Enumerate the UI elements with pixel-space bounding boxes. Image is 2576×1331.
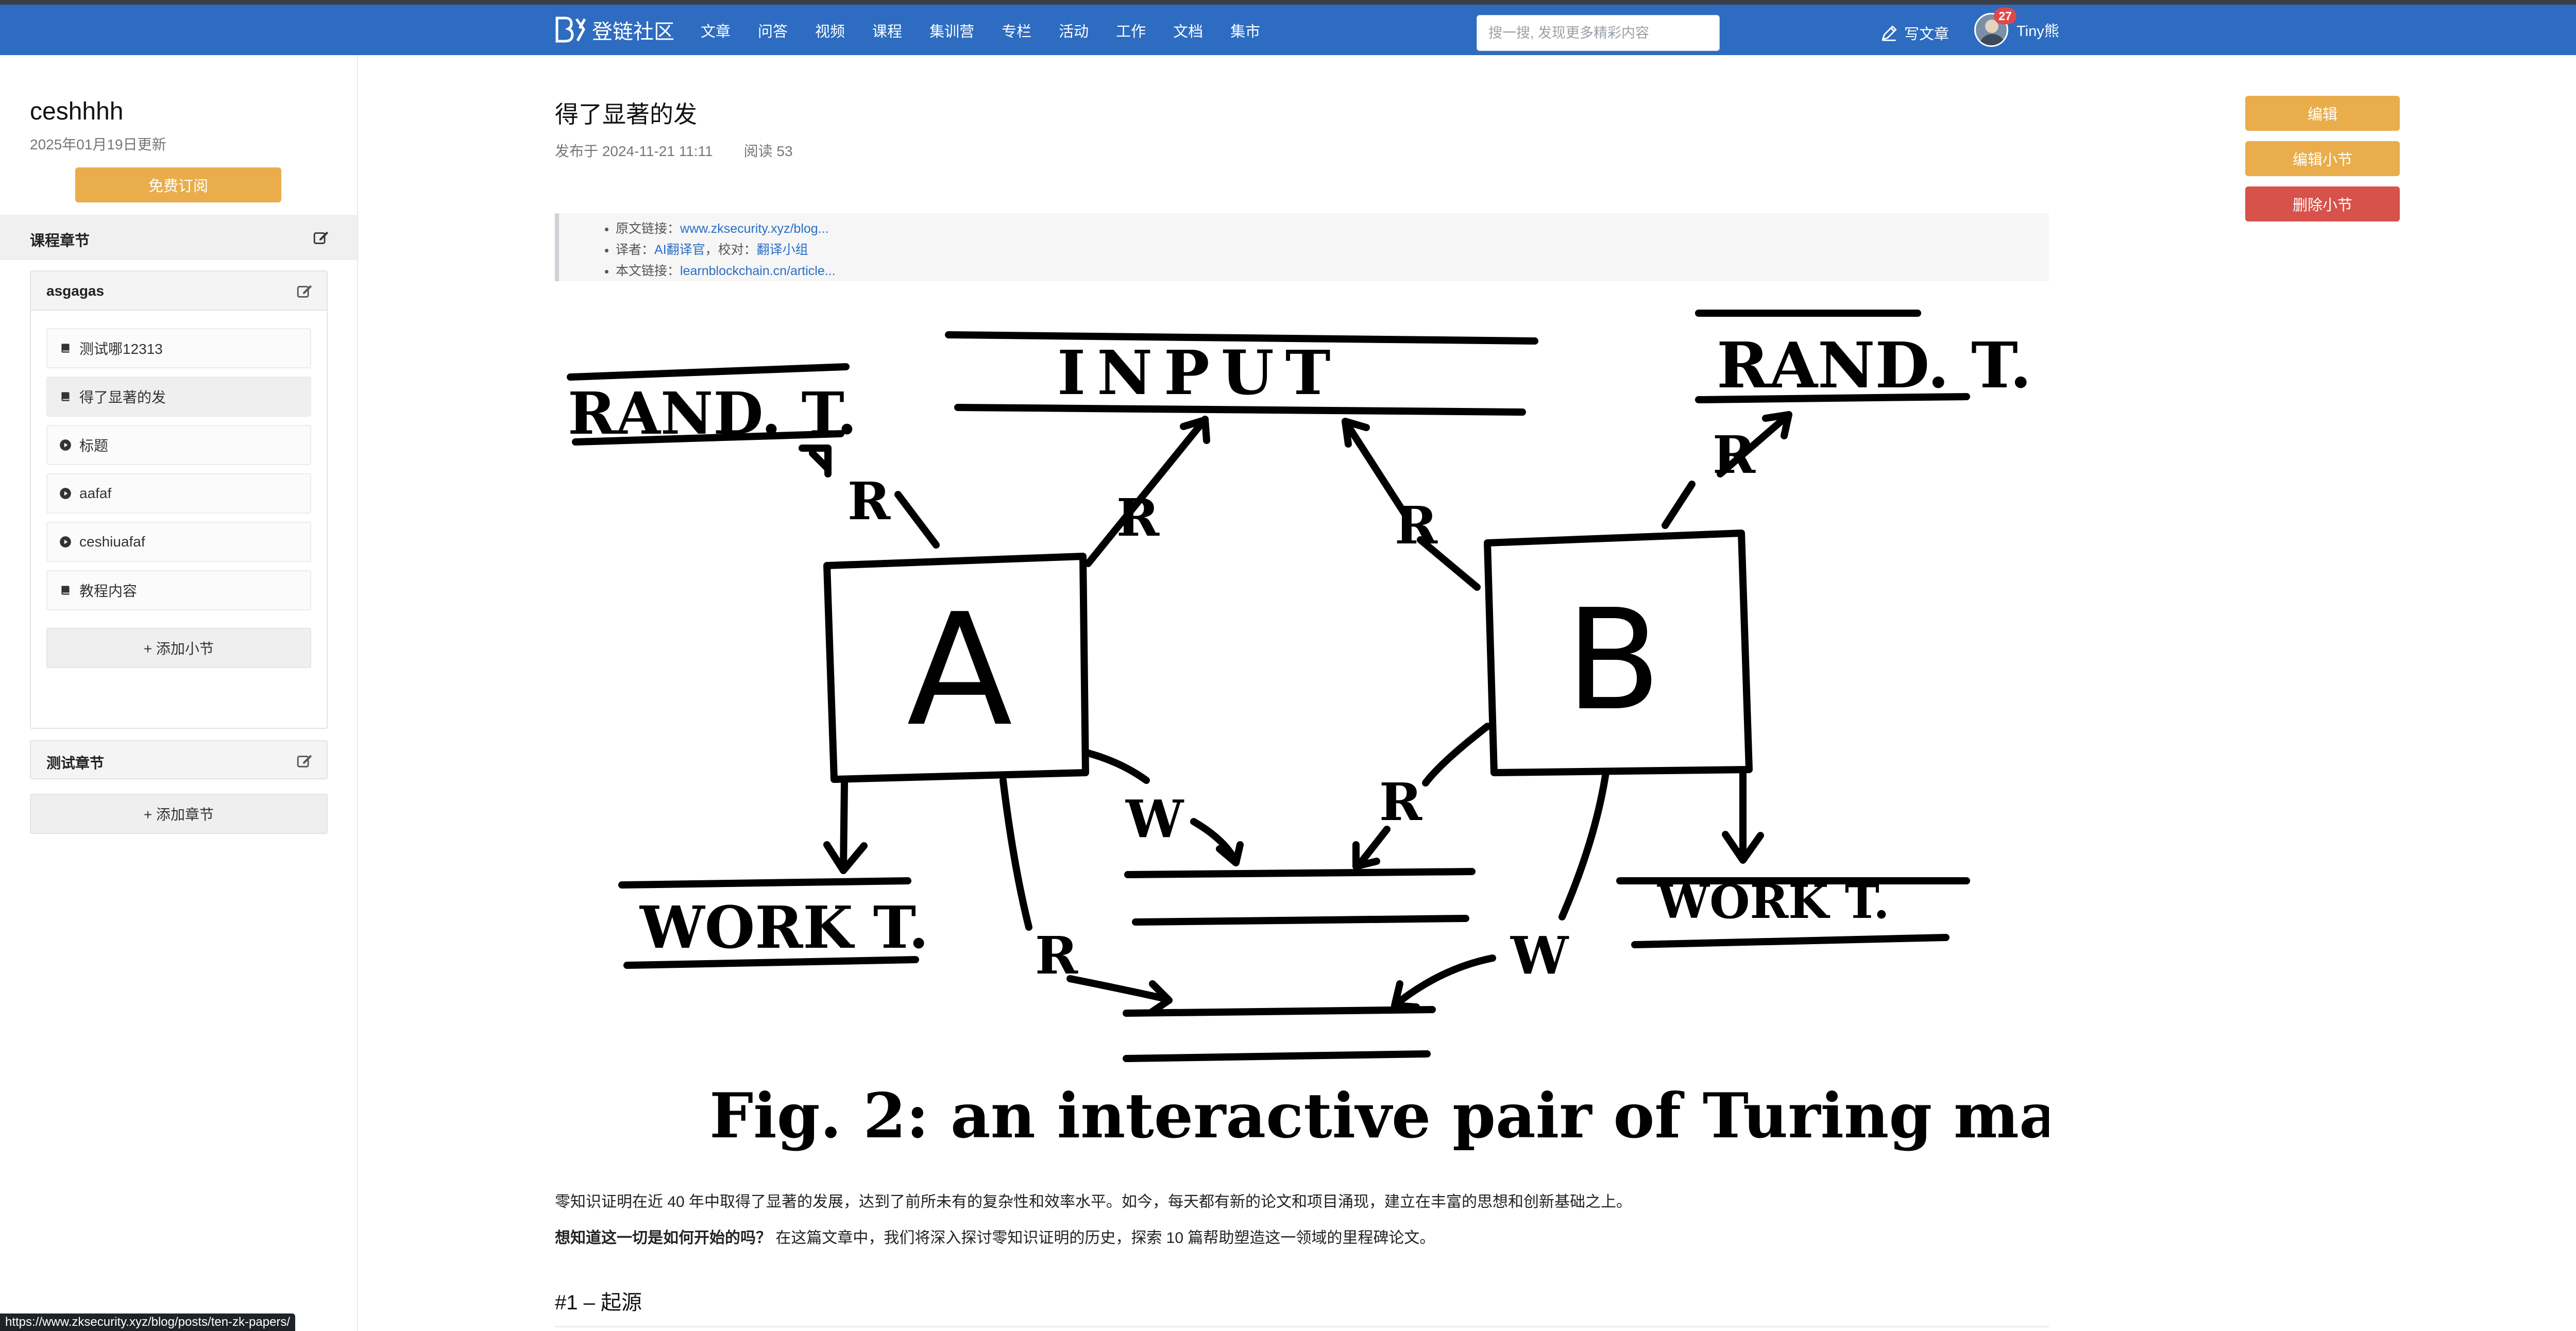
svg-text:WORK T.: WORK T.: [1657, 875, 1890, 929]
lesson-item-active[interactable]: 得了显著的发: [46, 377, 311, 417]
proofreader-link[interactable]: 翻译小组: [756, 243, 808, 257]
top-navbar: 登链社区 文章 问答 视频 课程 集训营 专栏 活动 工作 文档 集市 写文章 …: [0, 0, 2576, 55]
publish-date: 发布于 2024-11-21 11:11: [555, 143, 713, 159]
lesson-label: 得了显著的发: [79, 389, 166, 405]
svg-text:INPUT: INPUT: [1057, 337, 1342, 408]
play-icon: [59, 487, 72, 500]
nav-item-qa[interactable]: 问答: [758, 24, 788, 40]
edit-button[interactable]: 编辑: [2245, 96, 2400, 131]
lesson-item[interactable]: 标题: [46, 425, 311, 465]
chapters-label: 课程章节: [30, 233, 90, 249]
edit-icon[interactable]: [296, 752, 313, 770]
svg-text:RAND. T.: RAND. T.: [568, 380, 857, 448]
play-icon: [59, 535, 72, 549]
user-menu[interactable]: Tiny熊: [1974, 13, 2059, 47]
source-article: 本文链接：learnblockchain.cn/article...: [616, 261, 836, 282]
book-icon: [59, 584, 72, 597]
username: Tiny熊: [2016, 23, 2059, 40]
original-link[interactable]: www.zksecurity.xyz/blog...: [680, 221, 829, 236]
delete-section-button[interactable]: 删除小节: [2245, 186, 2400, 221]
lesson-item[interactable]: aafaf: [46, 473, 311, 514]
pencil-icon: [1882, 25, 1897, 41]
nav-item-videos[interactable]: 视频: [815, 24, 845, 40]
svg-text:W: W: [1125, 789, 1184, 849]
svg-text:登链社区: 登链社区: [592, 20, 674, 44]
main-nav: 文章 问答 视频 课程 集训营 专栏 活动 工作 文档 集市: [701, 19, 1260, 45]
nav-item-bootcamp[interactable]: 集训营: [929, 24, 975, 40]
section-heading: #1 – 起源: [555, 1291, 642, 1314]
chapter-card: asgagas 测试哪12313 得了显著的发 标题 aafaf ceshiua…: [30, 270, 328, 729]
write-article-button[interactable]: 写文章: [1879, 20, 1949, 46]
paragraph-text: 在这篇文章中，我们将深入探讨零知识证明的历史，探索 10 篇帮助塑造这一领域的里…: [771, 1230, 1435, 1247]
svg-text:R: R: [1116, 487, 1160, 548]
course-title: ceshhhh: [30, 98, 124, 125]
paragraph: 想知道这一切是如何开始的吗？ 在这篇文章中，我们将深入探讨零知识证明的历史，探索…: [555, 1225, 1435, 1248]
svg-text:RAND. T.: RAND. T.: [1717, 328, 2032, 402]
svg-text:R: R: [1713, 424, 1756, 485]
svg-text:R: R: [1395, 495, 1438, 556]
lesson-label: 标题: [79, 438, 109, 454]
play-icon: [59, 438, 72, 452]
paragraph-bold: 想知道这一切是如何开始的吗？: [555, 1230, 771, 1247]
book-icon: [59, 342, 72, 355]
divider: [555, 1326, 2049, 1327]
edit-section-button[interactable]: 编辑小节: [2245, 141, 2400, 176]
svg-text:WORK T.: WORK T.: [639, 894, 929, 962]
lesson-item[interactable]: 教程内容: [46, 570, 311, 610]
lesson-label: 测试哪12313: [79, 341, 163, 357]
lesson-label: aafaf: [79, 485, 112, 501]
article-meta: 发布于 2024-11-21 11:11 阅读 53: [555, 140, 793, 161]
site-logo[interactable]: 登链社区: [554, 12, 677, 49]
edit-icon[interactable]: [296, 282, 313, 300]
add-lesson-button[interactable]: + 添加小节: [46, 628, 311, 668]
figure-image: INPUT RAND. T. RAND. T. A B WORK T. WORK…: [567, 310, 2284, 1152]
read-count: 阅读 53: [743, 143, 793, 159]
write-article-label: 写文章: [1904, 26, 1950, 43]
translator-link[interactable]: AI翻译官: [654, 243, 705, 257]
notification-badge[interactable]: 27: [1994, 8, 2016, 24]
nav-item-articles[interactable]: 文章: [701, 24, 731, 40]
lesson-item[interactable]: 测试哪12313: [46, 328, 311, 368]
article-title: 得了显著的发: [555, 101, 697, 128]
turing-machines-figure: INPUT RAND. T. RAND. T. A B WORK T. WORK…: [555, 299, 2284, 1164]
svg-text:R: R: [848, 471, 891, 532]
lesson-label: 教程内容: [79, 583, 138, 599]
svg-text:R: R: [1035, 925, 1078, 986]
book-icon: [59, 390, 72, 403]
nav-item-docs[interactable]: 文档: [1173, 24, 1204, 40]
paragraph: 零知识证明在近 40 年中取得了显著的发展，达到了前所未有的复杂性和效率水平。如…: [555, 1193, 1632, 1210]
source-info-block: 原文链接：www.zksecurity.xyz/blog... 译者：AI翻译官…: [555, 213, 2049, 281]
svg-text:A: A: [907, 581, 1013, 760]
svg-text:B: B: [1566, 579, 1661, 741]
add-chapter-button[interactable]: + 添加章节: [30, 794, 328, 834]
svg-text:R: R: [1379, 772, 1422, 832]
lesson-item[interactable]: ceshiuafaf: [46, 522, 311, 562]
link-status-bar: https://www.zksecurity.xyz/blog/posts/te…: [0, 1313, 296, 1331]
course-updated-date: 2025年01月19日更新: [30, 136, 166, 152]
figure-caption: Fig. 2: an interactive pair of Turing ma…: [709, 1080, 2049, 1152]
chapter-header[interactable]: asgagas: [31, 271, 327, 311]
edit-icon[interactable]: [312, 229, 330, 246]
chapter-header[interactable]: 测试章节: [30, 740, 328, 779]
source-translator: 译者：AI翻译官，校对：翻译小组: [616, 240, 836, 261]
chapter-title: asgagas: [46, 283, 105, 299]
lesson-label: ceshiuafaf: [79, 534, 145, 550]
chapters-header: 课程章节: [0, 215, 357, 260]
search-box: [1477, 15, 1720, 51]
source-original: 原文链接：www.zksecurity.xyz/blog...: [616, 218, 836, 240]
course-sidebar: ceshhhh 2025年01月19日更新 免费订阅 课程章节 asgagas …: [0, 55, 358, 1331]
nav-item-market[interactable]: 集市: [1230, 24, 1261, 40]
search-input[interactable]: [1477, 15, 1719, 50]
nav-item-columns[interactable]: 专栏: [1002, 24, 1032, 40]
subscribe-button[interactable]: 免费订阅: [75, 167, 281, 202]
chapter-title: 测试章节: [46, 755, 105, 771]
nav-item-jobs[interactable]: 工作: [1116, 24, 1146, 40]
nav-item-courses[interactable]: 课程: [872, 24, 903, 40]
article-link[interactable]: learnblockchain.cn/article...: [680, 264, 836, 278]
svg-text:W: W: [1510, 925, 1569, 986]
logo-icon: 登链社区: [555, 16, 674, 44]
nav-item-events[interactable]: 活动: [1059, 24, 1089, 40]
